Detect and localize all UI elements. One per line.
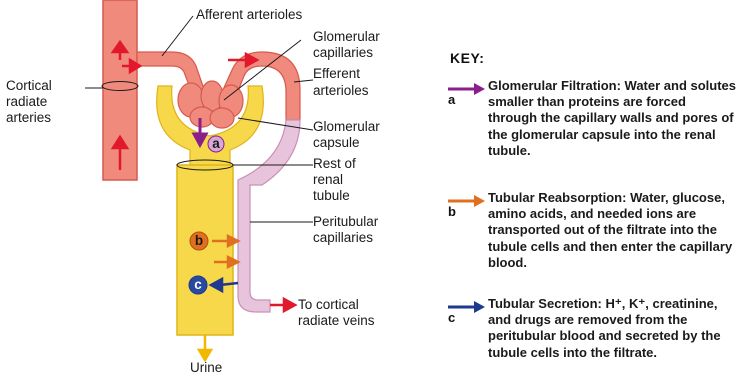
key-panel: KEY: a Glomerular Filtration: Water and … bbox=[446, 50, 736, 66]
label-efferent-2: arterioles bbox=[313, 83, 369, 98]
glomerular-capillaries bbox=[178, 81, 243, 128]
key-letter-c: c bbox=[448, 310, 455, 325]
key-letter-a: a bbox=[448, 92, 455, 107]
key-heading-filtration: Glomerular Filtration: bbox=[488, 78, 621, 93]
label-peritubular-2: capillaries bbox=[313, 230, 373, 245]
label-veins-2: radiate veins bbox=[298, 313, 375, 328]
label-cortical-3: arteries bbox=[6, 110, 51, 125]
key-heading-reabsorption: Tubular Reabsorption: bbox=[488, 190, 626, 205]
marker-c: c bbox=[194, 277, 202, 292]
key-letter-b: b bbox=[448, 204, 456, 219]
label-veins-1: To cortical bbox=[298, 297, 359, 312]
label-cortical-2: radiate bbox=[6, 94, 47, 109]
label-rest-2: renal bbox=[313, 172, 343, 187]
peritubular-capillaries bbox=[238, 120, 300, 312]
urine-arrow bbox=[199, 335, 211, 360]
label-glomerular-capillaries-2: capillaries bbox=[313, 45, 373, 60]
label-rest-1: Rest of bbox=[313, 156, 356, 171]
renal-tubule bbox=[177, 165, 233, 335]
marker-a: a bbox=[212, 136, 220, 151]
label-capsule-2: capsule bbox=[313, 135, 360, 150]
label-urine: Urine bbox=[190, 360, 222, 375]
marker-b: b bbox=[195, 233, 203, 248]
key-title: KEY: bbox=[450, 50, 736, 66]
key-heading-secretion: Tubular Secretion: H⁺, K⁺, bbox=[488, 296, 649, 311]
label-glomerular-capillaries-1: Glomerular bbox=[313, 29, 380, 44]
label-efferent-1: Efferent bbox=[313, 66, 360, 81]
label-afferent: Afferent arterioles bbox=[196, 7, 303, 22]
label-capsule-1: Glomerular bbox=[313, 119, 380, 134]
label-cortical-1: Cortical bbox=[6, 78, 52, 93]
label-peritubular-1: Peritubular bbox=[313, 214, 379, 229]
label-rest-3: tubule bbox=[313, 188, 350, 203]
